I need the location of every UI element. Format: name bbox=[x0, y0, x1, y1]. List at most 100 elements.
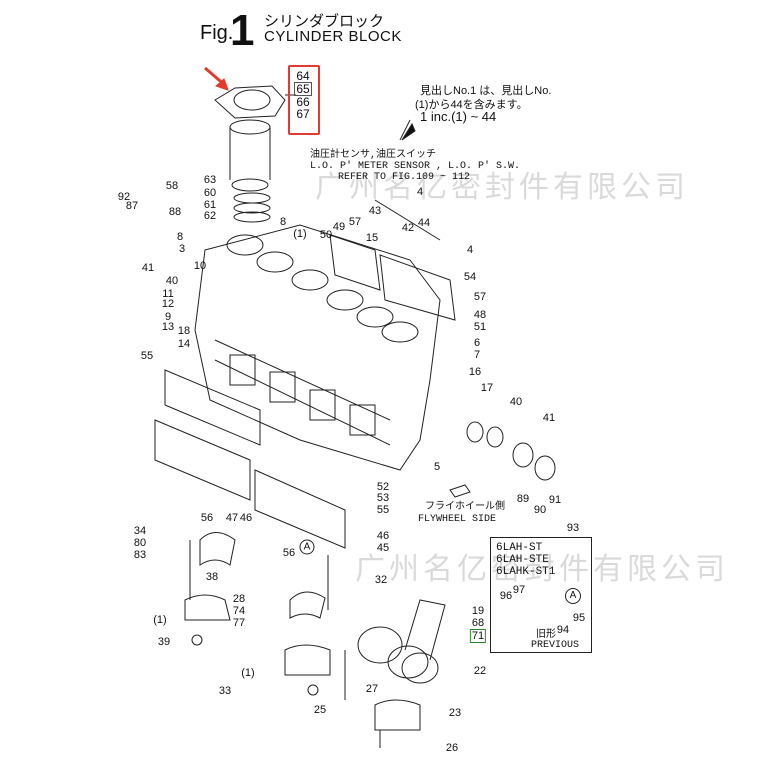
callout-4[interactable]: 4 bbox=[466, 244, 474, 256]
part-number[interactable]: 67 bbox=[296, 107, 310, 121]
callout-55[interactable]: 55 bbox=[140, 350, 154, 362]
side-cover bbox=[164, 369, 261, 446]
callout-62[interactable]: 62 bbox=[203, 210, 217, 222]
panel-callout[interactable]: 95 bbox=[572, 612, 586, 624]
callout-8[interactable]: 8 bbox=[279, 216, 287, 228]
callout-56[interactable]: 56 bbox=[282, 547, 296, 559]
callout-boxed[interactable]: 71 bbox=[469, 629, 487, 643]
callout-93[interactable]: 93 bbox=[566, 522, 580, 534]
callout-27[interactable]: 27 bbox=[365, 683, 379, 695]
callout-68[interactable]: 68 bbox=[471, 617, 485, 629]
cylinder-liner bbox=[229, 127, 271, 180]
callout-45[interactable]: 45 bbox=[376, 542, 390, 554]
callout-18[interactable]: 18 bbox=[177, 325, 191, 337]
part-number[interactable]: 66 bbox=[296, 95, 310, 109]
bearing-cap bbox=[374, 699, 421, 731]
callout-58[interactable]: 58 bbox=[165, 180, 179, 192]
marker-a: A bbox=[303, 541, 311, 553]
callout-44[interactable]: 44 bbox=[417, 217, 431, 229]
callout-23[interactable]: 23 bbox=[448, 707, 462, 719]
callout-56[interactable]: 56 bbox=[200, 512, 214, 524]
callout-80[interactable]: 80 bbox=[133, 537, 147, 549]
callout-6[interactable]: 6 bbox=[473, 337, 481, 349]
callout-17[interactable]: 17 bbox=[480, 382, 494, 394]
callout-4[interactable]: 4 bbox=[416, 186, 424, 198]
callout-5[interactable]: 5 bbox=[433, 461, 441, 473]
callout-8[interactable]: 8 bbox=[176, 231, 184, 243]
callout-46[interactable]: 46 bbox=[239, 512, 253, 524]
callout-paren1paren[interactable]: (1) bbox=[241, 667, 255, 679]
callout-63[interactable]: 63 bbox=[203, 174, 217, 186]
callout-83[interactable]: 83 bbox=[133, 549, 147, 561]
callout-34[interactable]: 34 bbox=[133, 525, 147, 537]
callout-22[interactable]: 22 bbox=[473, 665, 487, 677]
callout-14[interactable]: 14 bbox=[177, 338, 191, 350]
panel-callout[interactable]: 94 bbox=[556, 624, 570, 636]
panel-marker-a: A bbox=[565, 588, 581, 604]
callout-50[interactable]: 50 bbox=[319, 229, 333, 241]
callout-11[interactable]: 11 bbox=[162, 288, 174, 300]
callout-43[interactable]: 43 bbox=[368, 205, 382, 217]
callout-61[interactable]: 61 bbox=[203, 199, 217, 211]
callout-91[interactable]: 91 bbox=[548, 494, 562, 506]
panel-callout[interactable]: 97 bbox=[512, 584, 526, 596]
callout-46[interactable]: 46 bbox=[376, 530, 390, 542]
callout-87[interactable]: 87 bbox=[125, 200, 139, 212]
callout-90[interactable]: 90 bbox=[533, 504, 547, 516]
callout-40[interactable]: 40 bbox=[165, 275, 179, 287]
title-en: CYLINDER BLOCK bbox=[264, 28, 402, 45]
callout-19[interactable]: 19 bbox=[471, 605, 485, 617]
callout-paren1paren[interactable]: (1) bbox=[293, 228, 307, 240]
callout-41[interactable]: 41 bbox=[542, 412, 556, 424]
callout-57[interactable]: 57 bbox=[473, 291, 487, 303]
panel-model: 6LAH-STE bbox=[496, 554, 549, 566]
callout-60[interactable]: 60 bbox=[203, 187, 217, 199]
highlight-part-numbers: 64 65 66 67 bbox=[294, 70, 312, 120]
callout-16[interactable]: 16 bbox=[468, 366, 482, 378]
callout-54[interactable]: 54 bbox=[463, 271, 477, 283]
previous-en: PREVIOUS bbox=[531, 640, 580, 651]
callout-25[interactable]: 25 bbox=[313, 704, 327, 716]
callout-3[interactable]: 3 bbox=[178, 243, 186, 255]
panel-callout[interactable]: 96 bbox=[499, 590, 513, 602]
part-number[interactable]: 64 bbox=[296, 69, 310, 83]
fig-number: 1 bbox=[230, 6, 255, 55]
callout-10[interactable]: 10 bbox=[193, 260, 207, 272]
callout-12[interactable]: 12 bbox=[161, 298, 175, 310]
callout-13[interactable]: 13 bbox=[161, 321, 175, 333]
callout-32[interactable]: 32 bbox=[374, 574, 388, 586]
callout-26[interactable]: 26 bbox=[445, 742, 459, 754]
callout-74[interactable]: 74 bbox=[232, 605, 246, 617]
callout-88[interactable]: 88 bbox=[168, 206, 182, 218]
callout-41[interactable]: 41 bbox=[141, 262, 155, 274]
callout-57[interactable]: 57 bbox=[348, 216, 362, 228]
callout-paren1paren[interactable]: (1) bbox=[153, 614, 167, 626]
callout-38[interactable]: 38 bbox=[205, 571, 219, 583]
callout-7[interactable]: 7 bbox=[473, 349, 481, 361]
include-note-jp-2: (1)から44を含みます。 bbox=[415, 99, 528, 111]
callout-55[interactable]: 55 bbox=[376, 504, 390, 516]
callout-15[interactable]: 15 bbox=[365, 232, 379, 244]
callout-48[interactable]: 48 bbox=[473, 309, 487, 321]
flywheel-note-jp: フライホイール側 bbox=[425, 502, 505, 513]
callout-47[interactable]: 47 bbox=[225, 512, 239, 524]
callout-49[interactable]: 49 bbox=[332, 221, 346, 233]
fig-prefix: Fig. bbox=[200, 22, 234, 44]
callout-28[interactable]: 28 bbox=[232, 593, 246, 605]
head-gasket bbox=[214, 85, 286, 119]
callout-52[interactable]: 52 bbox=[376, 481, 390, 493]
callout-77[interactable]: 77 bbox=[232, 617, 246, 629]
callout-9[interactable]: 9 bbox=[164, 311, 172, 323]
callout-40[interactable]: 40 bbox=[509, 396, 523, 408]
callout-89[interactable]: 89 bbox=[516, 493, 530, 505]
part-number-selected[interactable]: 65 bbox=[294, 82, 312, 96]
callout-42[interactable]: 42 bbox=[401, 222, 415, 234]
include-note-en: 1 inc.(1) ~ 44 bbox=[420, 109, 497, 124]
callout-33[interactable]: 33 bbox=[218, 685, 232, 697]
marker-a-circle bbox=[299, 539, 315, 555]
callout-53[interactable]: 53 bbox=[376, 492, 390, 504]
callout-51[interactable]: 51 bbox=[473, 321, 487, 333]
callout-39[interactable]: 39 bbox=[157, 636, 171, 648]
callout-92[interactable]: 92 bbox=[117, 191, 131, 203]
